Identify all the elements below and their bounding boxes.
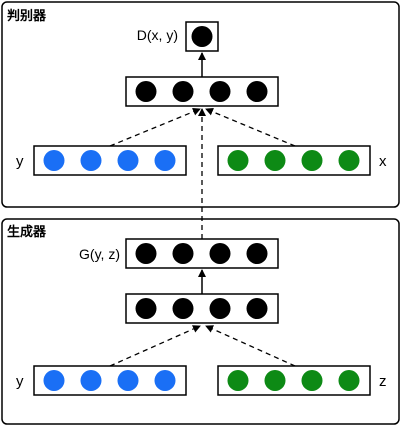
generator-hidden-node bbox=[246, 298, 268, 319]
generator-z-node bbox=[301, 370, 323, 391]
discriminator-dashed-arrow-from-y bbox=[109, 107, 201, 147]
generator-y-label: y bbox=[16, 373, 24, 390]
discriminator-hidden-node bbox=[246, 81, 268, 102]
generator-y-node bbox=[154, 370, 176, 391]
generator-z-node bbox=[227, 370, 249, 391]
generator-y-node bbox=[80, 370, 102, 391]
generator-panel: 生成器 G(y, z) y z bbox=[1, 218, 400, 425]
generator-hidden-node bbox=[209, 298, 231, 319]
discriminator-dashed-arrow-from-x bbox=[205, 107, 296, 147]
generator-hidden-node bbox=[135, 298, 157, 319]
discriminator-hidden-node bbox=[172, 81, 194, 102]
generator-output-node bbox=[209, 243, 231, 264]
generator-title: 生成器 bbox=[7, 224, 47, 240]
discriminator-y-node bbox=[43, 150, 65, 171]
discriminator-hidden-node bbox=[135, 81, 157, 102]
discriminator-output-node bbox=[191, 26, 213, 47]
discriminator-output-label: D(x, y) bbox=[137, 27, 178, 43]
discriminator-x-node bbox=[264, 150, 286, 171]
discriminator-x-node bbox=[301, 150, 323, 171]
discriminator-panel-frame bbox=[1, 1, 400, 208]
generator-y-node bbox=[43, 370, 65, 391]
generator-output-label: G(y, z) bbox=[79, 246, 120, 262]
discriminator-y-node bbox=[117, 150, 139, 171]
discriminator-title: 判别器 bbox=[7, 8, 47, 24]
discriminator-panel: 判别器 D(x, y) y x bbox=[1, 1, 400, 208]
discriminator-x-label: x bbox=[379, 153, 387, 170]
generator-y-node bbox=[117, 370, 139, 391]
generator-z-node bbox=[264, 370, 286, 391]
discriminator-x-node bbox=[227, 150, 249, 171]
generator-dashed-arrow-from-z bbox=[205, 325, 296, 367]
generator-z-node bbox=[338, 370, 360, 391]
discriminator-y-label: y bbox=[16, 153, 24, 170]
generator-output-node bbox=[246, 243, 268, 264]
generator-output-node bbox=[172, 243, 194, 264]
discriminator-x-node bbox=[338, 150, 360, 171]
discriminator-y-node bbox=[154, 150, 176, 171]
discriminator-hidden-node bbox=[209, 81, 231, 102]
generator-output-node bbox=[135, 243, 157, 264]
generator-panel-frame bbox=[1, 218, 400, 425]
generator-z-label: z bbox=[379, 373, 387, 390]
generator-dashed-arrow-from-y bbox=[109, 325, 201, 367]
discriminator-y-node bbox=[80, 150, 102, 171]
generator-hidden-node bbox=[172, 298, 194, 319]
